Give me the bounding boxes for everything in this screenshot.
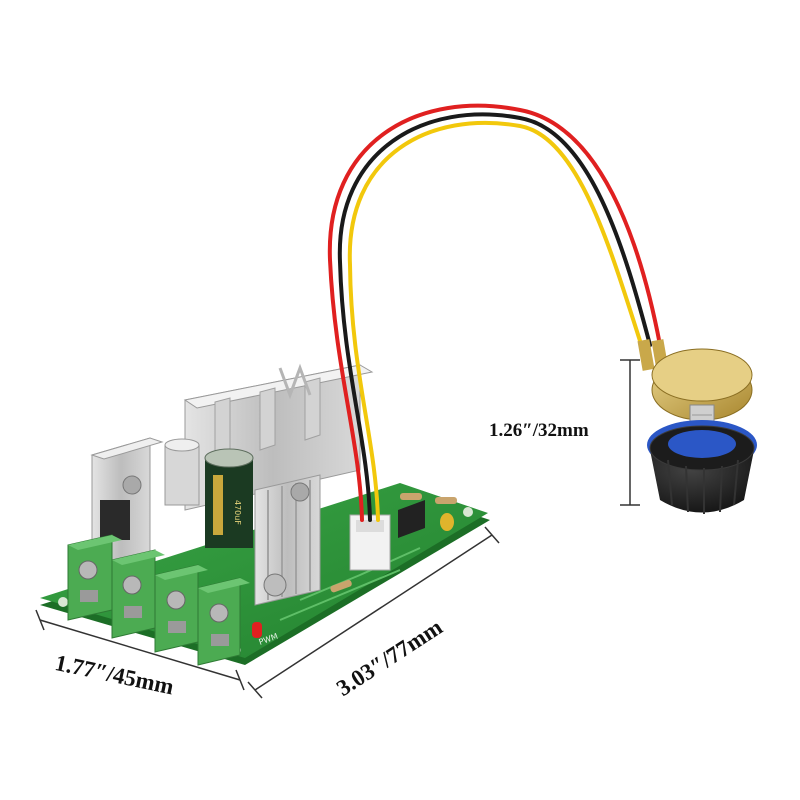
height-dimension-label: 1.26″/32mm bbox=[489, 420, 589, 441]
knob bbox=[647, 420, 757, 514]
wire-connector bbox=[349, 514, 391, 571]
screw-terminal-small bbox=[263, 573, 287, 597]
led bbox=[252, 622, 262, 638]
heatsink-right bbox=[254, 474, 321, 606]
dimension-line-width bbox=[35, 609, 245, 691]
terminal-blocks bbox=[67, 534, 250, 666]
heatsink-center bbox=[183, 363, 374, 511]
capacitor-small bbox=[164, 438, 200, 506]
capacitor-large: 470uF bbox=[204, 448, 254, 548]
svg-text:470uF: 470uF bbox=[233, 500, 242, 525]
wire-harness bbox=[327, 103, 662, 522]
dimension-line-height bbox=[620, 359, 640, 506]
dimension-line-length bbox=[247, 526, 500, 699]
ic-chip bbox=[398, 500, 425, 538]
resistors bbox=[330, 493, 457, 593]
